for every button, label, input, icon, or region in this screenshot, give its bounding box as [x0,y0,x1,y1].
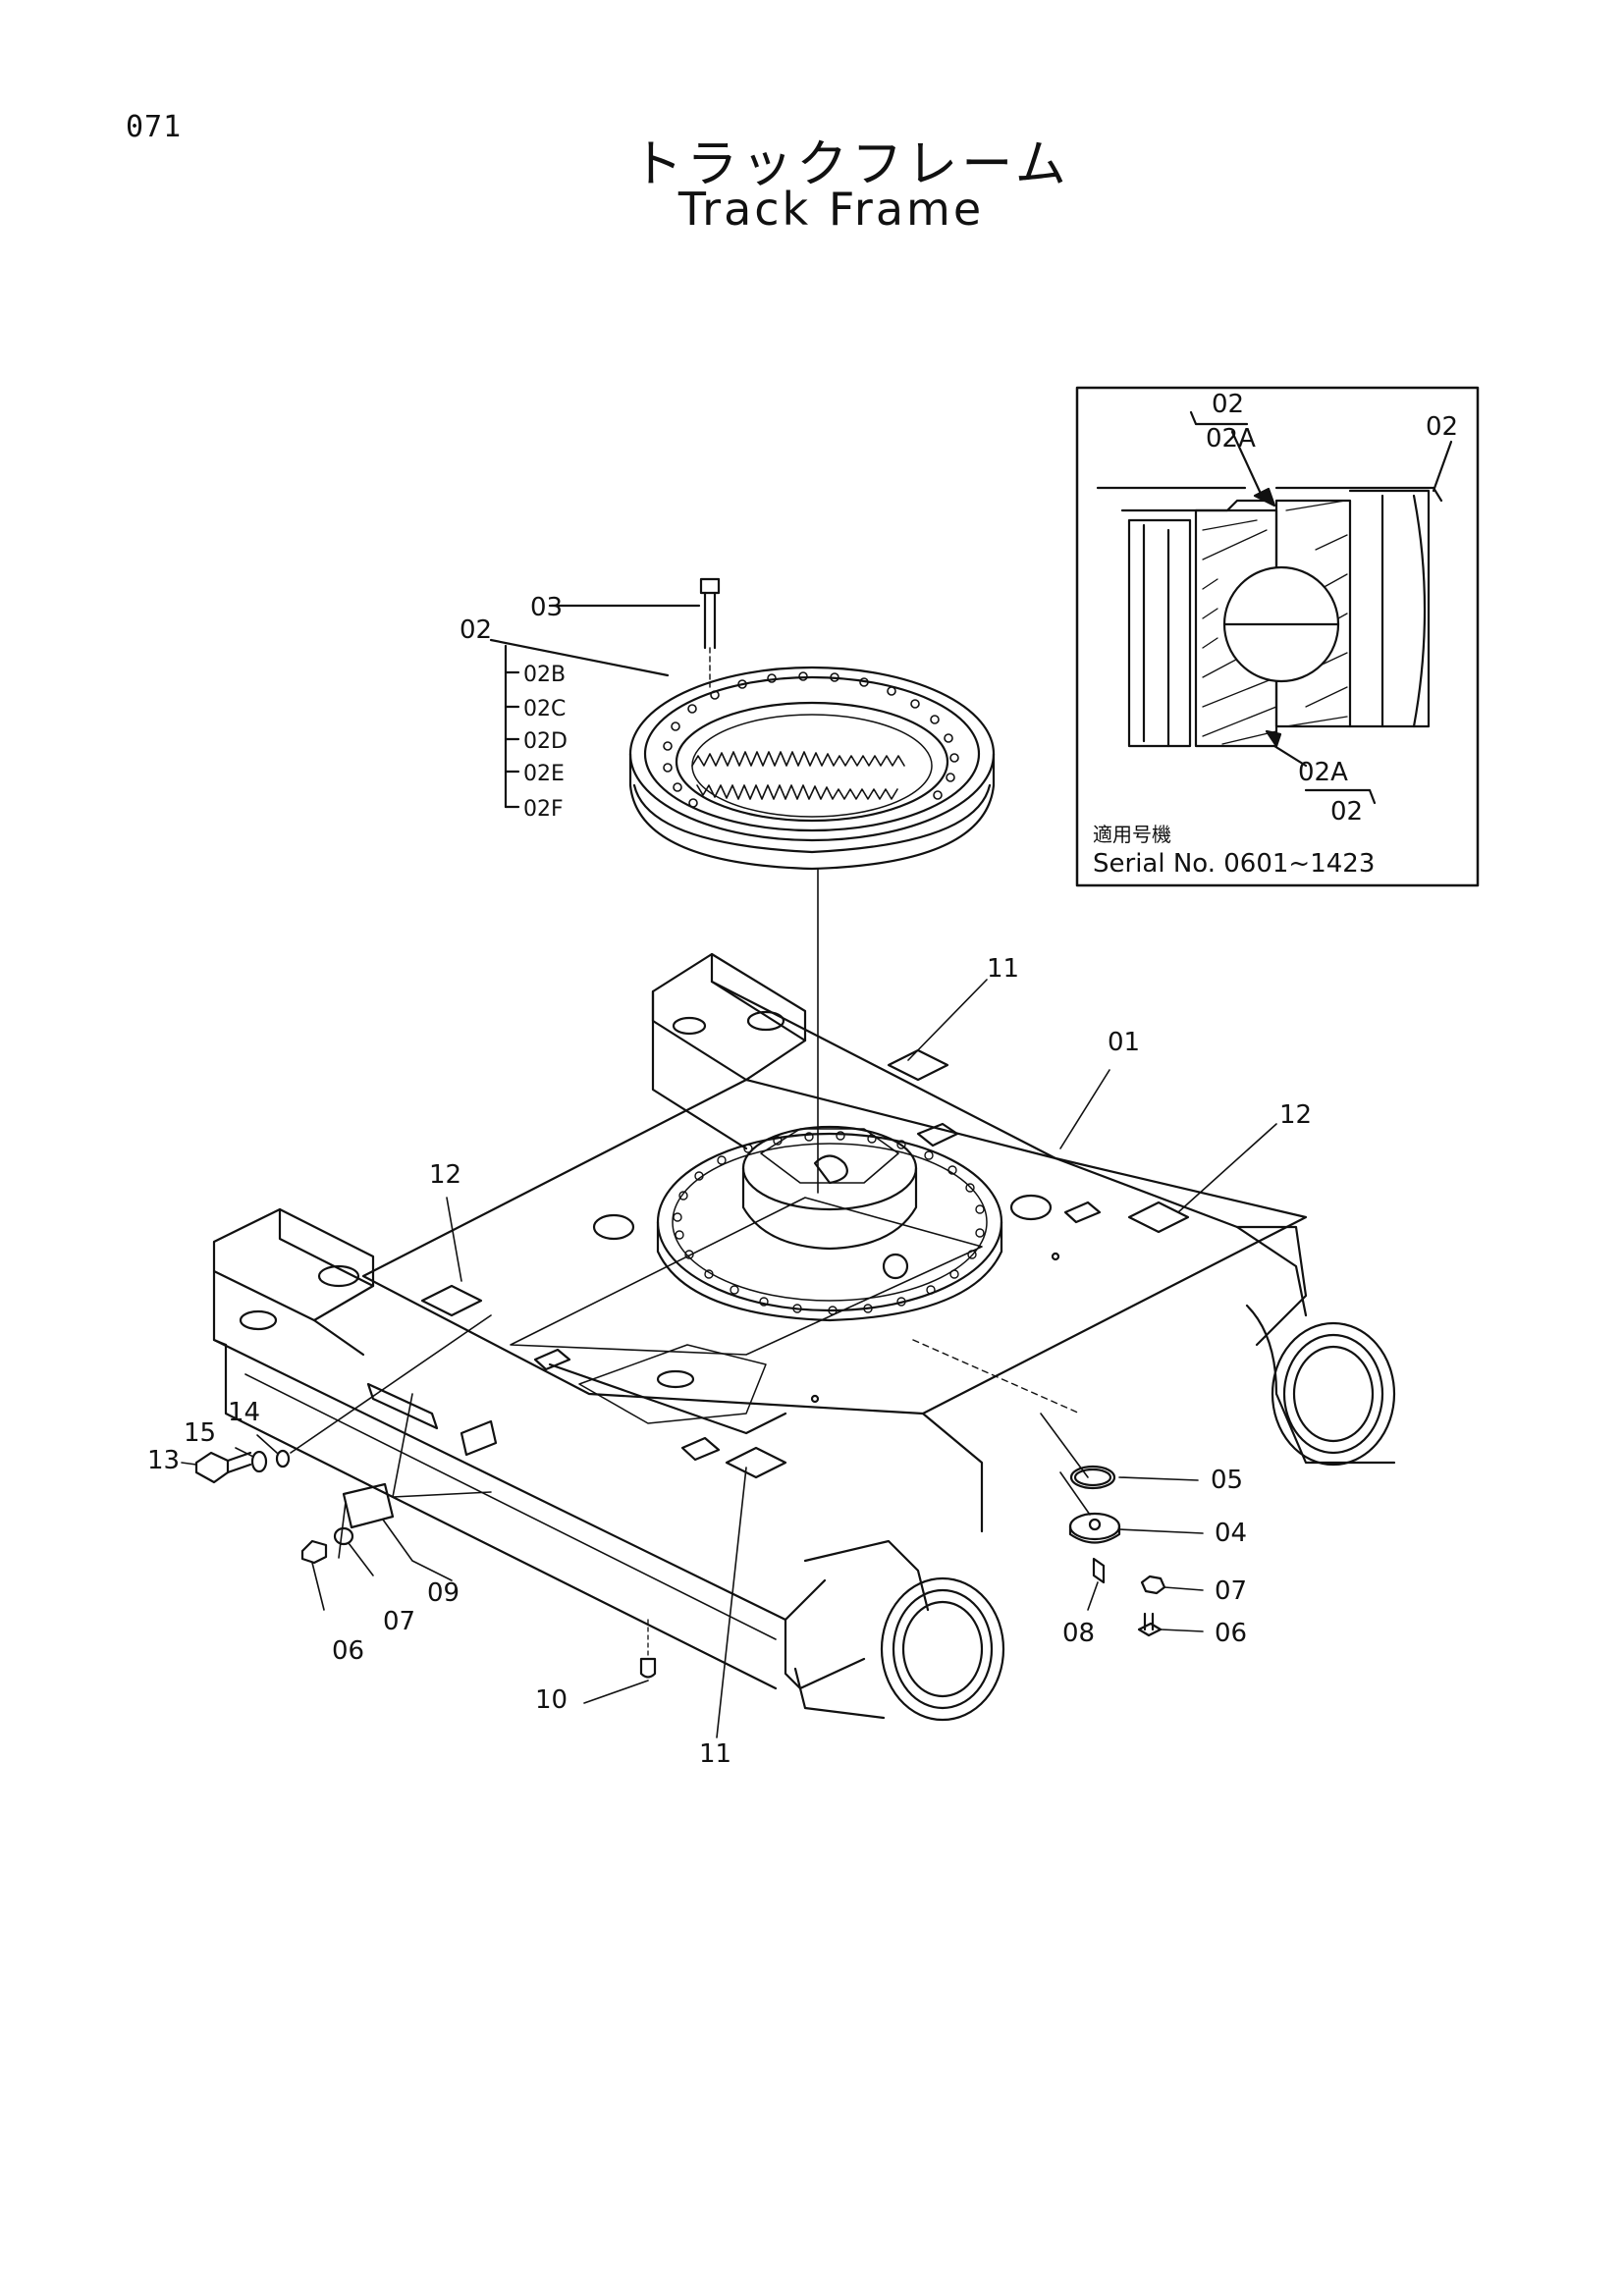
callout-11-top: 11 [987,954,1019,984]
bolt-06-left [300,1539,328,1565]
inset-bottom-sub-label: 02 [1330,797,1363,827]
o-ring-05 [1069,1465,1116,1490]
inset-serial-number: Serial No. 0601~1423 [1093,849,1375,879]
callout-02f: 02F [523,797,564,822]
callout-15: 15 [184,1418,216,1448]
callout-02b: 02B [523,663,566,687]
plug-10 [639,1619,657,1679]
callout-07-left: 07 [383,1607,415,1636]
inset-top-sub-label: 02A [1206,424,1256,454]
callout-06-left: 06 [332,1636,364,1666]
washer-07-left [333,1526,354,1546]
callout-02: 02 [460,615,492,645]
cover-09 [342,1482,395,1529]
bolt-13 [194,1451,252,1484]
callout-07-right: 07 [1215,1576,1247,1606]
inset-top-label: 02 [1212,390,1244,419]
callout-03: 03 [530,593,563,622]
callout-01: 01 [1108,1028,1140,1057]
bolt-03 [699,577,721,688]
callout-14: 14 [228,1398,260,1427]
callout-02c: 02C [523,697,566,721]
page-number: 071 [126,110,183,144]
callout-09: 09 [427,1578,460,1608]
inset-bottom-label: 02A [1298,758,1348,787]
inset-note-japanese: 適用号機 [1093,823,1171,846]
bolt-06-right [1137,1612,1163,1637]
callout-02d: 02D [523,729,568,754]
callout-12-left: 12 [429,1160,461,1190]
inset-right-label: 02 [1426,412,1458,442]
nut-07-right [1140,1575,1166,1595]
washer-15 [250,1450,268,1473]
grease-fitting-08 [1092,1557,1106,1584]
callout-10: 10 [535,1685,568,1715]
leader-02-group [489,638,670,809]
page-title-english: Track Frame [677,183,985,236]
page-title-japanese: トラックフレーム [631,135,1070,194]
bearing-cross-section-inset [1075,386,1480,887]
callout-13: 13 [147,1446,180,1475]
callout-08: 08 [1062,1619,1095,1648]
callout-11-bottom: 11 [699,1739,731,1769]
callout-02e: 02E [523,762,565,786]
callout-05: 05 [1211,1466,1243,1495]
cover-04 [1068,1512,1121,1544]
leader-lines [181,979,1277,1738]
callout-06-right: 06 [1215,1619,1247,1648]
swing-bearing-ring [628,666,996,871]
callout-12-right: 12 [1279,1100,1312,1130]
washer-14 [275,1449,291,1468]
track-frame [212,952,1396,1722]
callout-04: 04 [1215,1519,1247,1548]
